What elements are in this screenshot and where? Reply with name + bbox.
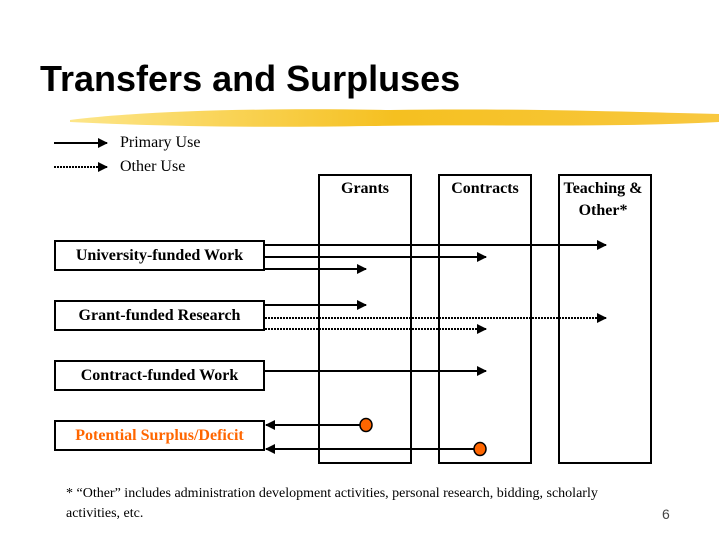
slide-title: Transfers and Surpluses	[40, 58, 461, 99]
source-contract-funded: Contract-funded Work	[54, 360, 265, 391]
surplus-dot-contracts	[473, 441, 487, 457]
page-number: 6	[662, 506, 670, 522]
legend-primary-label: Primary Use	[120, 134, 201, 151]
legend-other-label: Other Use	[120, 158, 186, 175]
source-grant-funded: Grant-funded Research	[54, 300, 265, 331]
source-university-funded: University-funded Work	[54, 240, 265, 271]
column-label-grants: Grants	[341, 180, 389, 197]
yellow-brush-stroke	[70, 109, 719, 127]
footnote: * “Other” includes administration develo…	[66, 486, 598, 521]
column-label-teaching: Teaching & Other*	[563, 180, 643, 219]
surplus-dot-grants	[359, 417, 373, 433]
column-label-contracts: Contracts	[451, 180, 519, 197]
source-potential-surplus: Potential Surplus/Deficit	[54, 420, 265, 451]
